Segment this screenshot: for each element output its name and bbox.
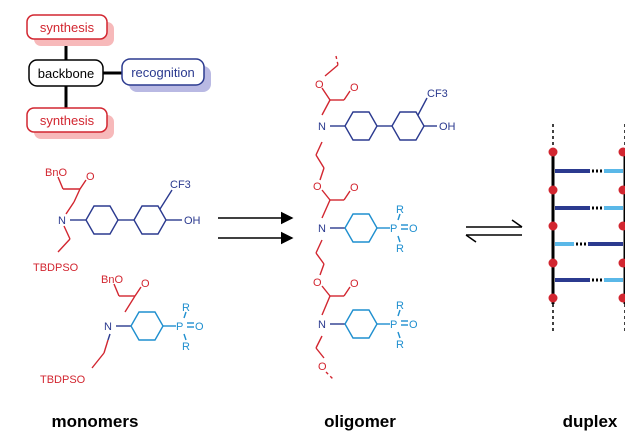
synthesis-arrows: [218, 211, 294, 245]
olig-trifluoromethyl: CF3: [427, 88, 448, 100]
synthesis-top-frame: [26, 14, 108, 40]
m1-amine-nitrogen: N: [58, 215, 66, 227]
duplex-node: [618, 258, 625, 268]
duplex-node: [548, 293, 558, 303]
synthesis-bottom-label: synthesis: [40, 113, 95, 128]
oligomer: O O O O O O O N CF3 OH N: [313, 55, 456, 381]
m2-r-top: R: [182, 302, 190, 314]
equilibrium-forward-barb: [511, 219, 523, 228]
olig-r-2: R: [396, 243, 404, 255]
caption-duplex: duplex: [563, 412, 618, 431]
olig-r-1: R: [396, 204, 404, 216]
duplex-node: [618, 185, 625, 195]
olig-carbonyl-oxygen-3: O: [350, 278, 359, 290]
olig-r-3: R: [396, 300, 404, 312]
duplex-node: [548, 185, 558, 195]
caption-oligomer: oligomer: [324, 412, 396, 431]
m1-carbonyl-oxygen: O: [86, 171, 95, 183]
monomer-2: BnO O TBDPSO N P O R R: [40, 274, 204, 386]
duplex: [548, 124, 625, 332]
synthesis-bottom-box: synthesis: [26, 107, 114, 139]
m2-carbonyl-oxygen: O: [141, 278, 150, 290]
duplex-backbone-nodes: [548, 147, 625, 303]
backbone-box: backbone: [28, 59, 104, 87]
backbone-frame: [28, 59, 104, 87]
olig-nitrogen-1: N: [318, 121, 326, 133]
synthesis-bottom-frame: [26, 107, 108, 133]
olig-phosphorus-1: P: [390, 223, 397, 235]
m2-amine-nitrogen: N: [104, 321, 112, 333]
duplex-node: [618, 221, 625, 231]
caption-monomers: monomers: [52, 412, 139, 431]
olig-phosphoryl-oxygen-1: O: [409, 223, 418, 235]
duplex-node: [548, 147, 558, 157]
duplex-node: [548, 258, 558, 268]
olig-phosphoryl-oxygen-2: O: [409, 319, 418, 331]
olig-nitrogen-2: N: [318, 223, 326, 235]
olig-ester-oxygen-3: O: [313, 277, 322, 289]
olig-phosphorus-2: P: [390, 319, 397, 331]
duplex-node: [618, 147, 625, 157]
m1-ester-group: BnO: [45, 167, 67, 179]
monomer-1: BnO O TBDPSO N CF3 OH: [33, 167, 201, 274]
synthesis-top-box: synthesis: [26, 14, 114, 46]
m1-trifluoromethyl: CF3: [170, 179, 191, 191]
olig-hydroxyl: OH: [439, 121, 456, 133]
m2-ester-group: BnO: [101, 274, 123, 286]
recognition-frame: [121, 58, 205, 86]
equilibrium-reverse-barb: [465, 234, 477, 243]
m2-r-bottom: R: [182, 341, 190, 353]
olig-nitrogen-3: N: [318, 319, 326, 331]
olig-ester-oxygen-1: O: [315, 79, 324, 91]
olig-r-4: R: [396, 339, 404, 351]
m2-silyl-ether: TBDPSO: [40, 374, 86, 386]
duplex-node: [618, 293, 625, 303]
backbone-label: backbone: [38, 66, 94, 81]
schematic: synthesis backbone recognition synthesis: [26, 14, 211, 139]
olig-ester-oxygen-2: O: [313, 181, 322, 193]
recognition-label: recognition: [131, 65, 195, 80]
m1-hydroxyl: OH: [184, 215, 201, 227]
synthesis-top-label: synthesis: [40, 20, 95, 35]
olig-terminal-oxygen: O: [318, 361, 327, 373]
recognition-box: recognition: [121, 58, 211, 92]
duplex-node: [548, 221, 558, 231]
m2-phosphorus: P: [176, 321, 183, 333]
m1-silyl-ether: TBDPSO: [33, 262, 79, 274]
olig-carbonyl-oxygen-1: O: [350, 82, 359, 94]
m2-phosphoryl-oxygen: O: [195, 321, 204, 333]
olig-carbonyl-oxygen-2: O: [350, 182, 359, 194]
equilibrium-arrows: [465, 219, 523, 243]
